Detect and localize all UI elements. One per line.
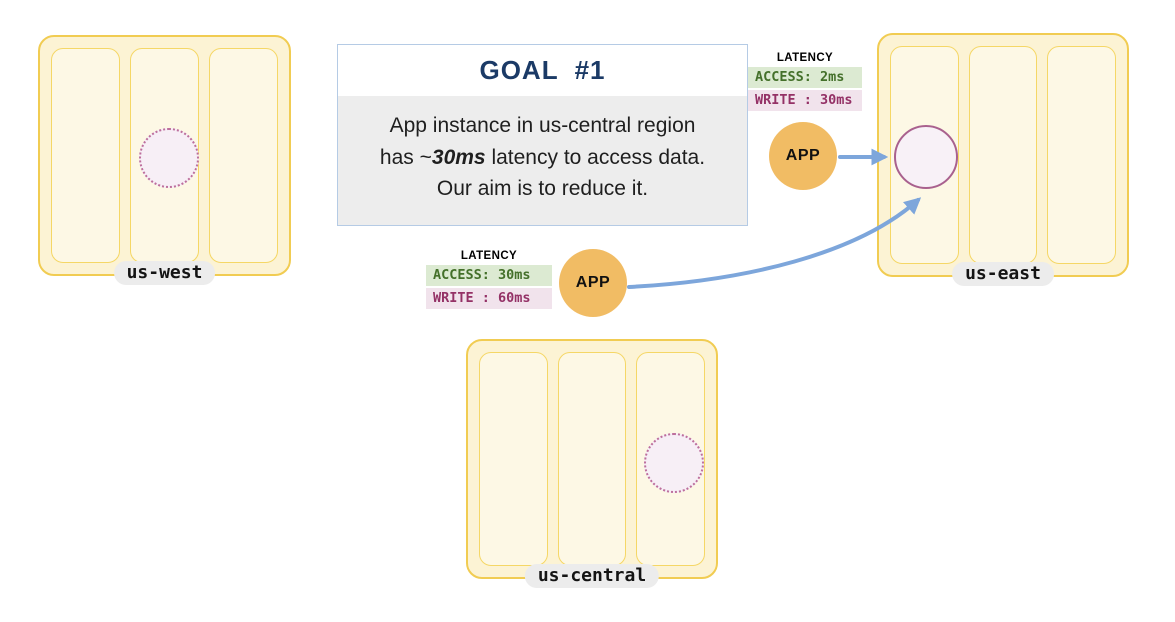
app-instance-central: APP <box>559 249 627 317</box>
goal-body-line1: App instance in us-central region <box>389 114 696 137</box>
region-label-us-east: us-east <box>952 262 1054 286</box>
region-us-central: us-central <box>466 339 718 588</box>
app-instance-east: APP <box>769 122 837 190</box>
region-us-east: us-east <box>877 33 1129 286</box>
availability-zone <box>479 352 548 566</box>
write-latency-badge: WRITE : 30ms <box>748 90 862 111</box>
availability-zone <box>1047 46 1117 264</box>
goal-body-line2: has ~30ms latency to access data. <box>379 145 706 169</box>
latency-title: LATENCY <box>460 250 518 262</box>
goal-title: GOAL #1 <box>479 55 606 85</box>
availability-zone <box>557 352 627 566</box>
region-label-us-central: us-central <box>524 564 660 588</box>
goal-body-text: App instance in us-central region has ~3… <box>338 96 747 225</box>
availability-zone <box>209 48 278 263</box>
availability-zone <box>51 48 120 263</box>
access-latency-badge: ACCESS: 30ms <box>426 265 552 286</box>
region-us-west: us-west <box>38 35 291 285</box>
goal-body-line3: Our aim is to reduce it. <box>436 177 649 200</box>
latency-block-central: LATENCY ACCESS: 30ms WRITE : 60ms <box>426 250 552 311</box>
region-label-us-west: us-west <box>113 261 216 285</box>
db-primary-circle <box>894 125 958 189</box>
goal-latency-emphasis: 30ms <box>431 145 486 169</box>
access-latency-badge: ACCESS: 2ms <box>748 67 862 88</box>
latency-block-east: LATENCY ACCESS: 2ms WRITE : 30ms <box>748 52 862 113</box>
goal-callout-box: GOAL #1 App instance in us-central regio… <box>337 44 748 226</box>
latency-title: LATENCY <box>776 52 834 64</box>
planned-db-replica-circle <box>139 128 199 188</box>
planned-db-replica-circle <box>644 433 704 493</box>
write-latency-badge: WRITE : 60ms <box>426 288 552 309</box>
availability-zone <box>968 46 1038 264</box>
